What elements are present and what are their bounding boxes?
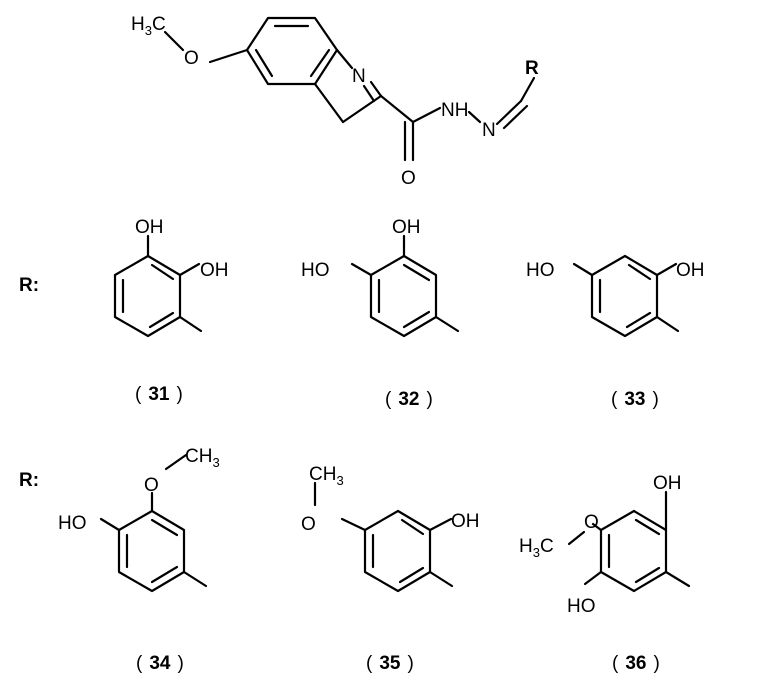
row-label-2: R: bbox=[19, 470, 39, 491]
compound-35-substituent-1: CH3 bbox=[309, 464, 344, 488]
scaffold-bond-c2-co bbox=[379, 94, 415, 124]
scaffold-bond-n-c2 bbox=[369, 80, 383, 98]
compound-31-caption: (31) bbox=[135, 384, 183, 405]
scaffold-bond-n-ch bbox=[495, 99, 523, 126]
scaffold-bond-o-ch3 bbox=[163, 30, 185, 52]
scaffold-methyl-label: H3C bbox=[131, 14, 166, 38]
compound-36-substituent-3: O bbox=[584, 512, 599, 533]
scaffold-bond-co-nh bbox=[411, 106, 442, 124]
scaffold-carbonyl-oxygen: O bbox=[401, 168, 416, 189]
compound-35-substituent-3: OH bbox=[451, 511, 480, 532]
scaffold-bond-c7a-n bbox=[335, 48, 354, 70]
compound-32-caption: (32) bbox=[385, 389, 433, 410]
scaffold-bond-c2-c3 bbox=[341, 94, 383, 124]
compound-34-substituent-2: CH3 bbox=[185, 446, 220, 470]
scaffold-bond-n-ch-double bbox=[502, 104, 529, 130]
compound-34-substituent-1: O bbox=[144, 475, 159, 496]
scaffold-r-group-label: R bbox=[525, 58, 539, 79]
compound-36-caption: (36) bbox=[612, 653, 660, 674]
scaffold-bond-ch-r bbox=[519, 76, 536, 103]
compound-31-structure: OH OH bbox=[113, 217, 229, 338]
compound-32-structure: OH HO bbox=[301, 217, 460, 338]
compound-31-substituent-2: OH bbox=[200, 260, 229, 281]
compound-34-structure: O CH3 HO bbox=[58, 446, 220, 593]
scaffold-structure: H3C O N NH N R O bbox=[131, 14, 539, 189]
scaffold-double-bond-2 bbox=[254, 48, 274, 78]
compound-33-substituent-2: OH bbox=[676, 260, 705, 281]
compound-34-caption: (34) bbox=[136, 653, 184, 674]
compound-35-caption: (35) bbox=[366, 653, 414, 674]
scaffold-nh-label: NH bbox=[441, 100, 468, 121]
compound-32-substituent-1: OH bbox=[392, 217, 421, 238]
compound-34-substituent-3: HO bbox=[58, 513, 87, 534]
scaffold-double-bond-3 bbox=[309, 48, 331, 78]
scaffold-methoxy-oxygen: O bbox=[184, 48, 199, 69]
scaffold-bond-n-c2-double bbox=[362, 84, 376, 103]
compound-33-structure: HO OH bbox=[526, 254, 705, 338]
compound-36-substituent-2: H3C bbox=[519, 536, 554, 560]
compound-33-substituent-1: HO bbox=[526, 260, 555, 281]
compound-32-substituent-2: HO bbox=[301, 260, 330, 281]
scaffold-ring-nitrogen: N bbox=[352, 66, 366, 87]
compound-35-structure: CH3 O OH bbox=[301, 464, 480, 593]
scaffold-imine-nitrogen: N bbox=[482, 120, 496, 141]
scaffold-bond-nh-n bbox=[467, 110, 482, 124]
compound-31-substituent-1: OH bbox=[135, 217, 164, 238]
compound-36-substituent-4: HO bbox=[567, 596, 596, 617]
row-label-1: R: bbox=[19, 275, 39, 296]
scaffold-bond-c3-c3a bbox=[313, 82, 345, 124]
compound-33-caption: (33) bbox=[611, 389, 659, 410]
compound-35-substituent-2: O bbox=[301, 514, 316, 535]
compound-36-structure: OH H3C O HO bbox=[519, 473, 691, 617]
scaffold-bond-c5-o bbox=[208, 48, 249, 64]
scaffold-benzene-ring bbox=[245, 16, 339, 86]
compound-36-substituent-1: OH bbox=[653, 473, 682, 494]
